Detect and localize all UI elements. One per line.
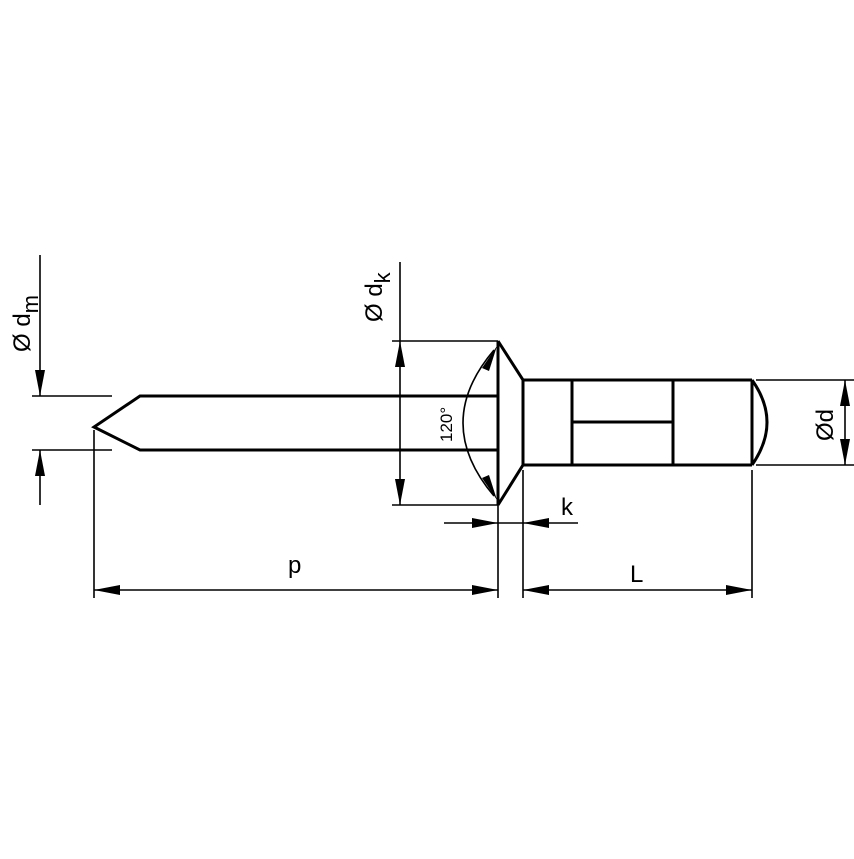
arrow-right-icon	[472, 585, 498, 595]
arrow-left-icon	[94, 585, 120, 595]
p-label: p	[288, 552, 301, 579]
L-dimension: L	[523, 470, 753, 598]
arrow-left-icon	[523, 585, 549, 595]
arrow-down-icon	[840, 439, 850, 465]
dk-dimension: Ø dk	[361, 262, 498, 506]
dm-dimension: Ø dm	[9, 255, 112, 505]
arrow-icon	[482, 475, 497, 500]
arrow-down-icon	[35, 370, 45, 396]
arrow-down-icon	[395, 479, 405, 505]
p-dimension: p	[94, 552, 498, 595]
arrow-right-icon	[472, 518, 498, 528]
L-label: L	[630, 561, 643, 588]
arrow-icon	[482, 346, 497, 371]
arrow-left-icon	[523, 518, 549, 528]
rivet-head	[496, 340, 525, 506]
angle-label: 120°	[437, 407, 456, 442]
arrow-up-icon	[35, 450, 45, 476]
dk-label: Ø dk	[361, 271, 395, 322]
k-label: k	[561, 494, 574, 521]
angle-dimension: 120°	[437, 346, 497, 500]
d-dimension: Ød	[756, 379, 854, 466]
arrow-up-icon	[395, 341, 405, 367]
k-dimension: k	[444, 470, 578, 598]
dm-label: Ø dm	[9, 295, 43, 352]
d-label: Ød	[812, 409, 839, 441]
arrow-right-icon	[726, 585, 752, 595]
rivet-body	[523, 378, 769, 467]
arrow-up-icon	[840, 380, 850, 406]
mandrel	[91, 394, 498, 452]
